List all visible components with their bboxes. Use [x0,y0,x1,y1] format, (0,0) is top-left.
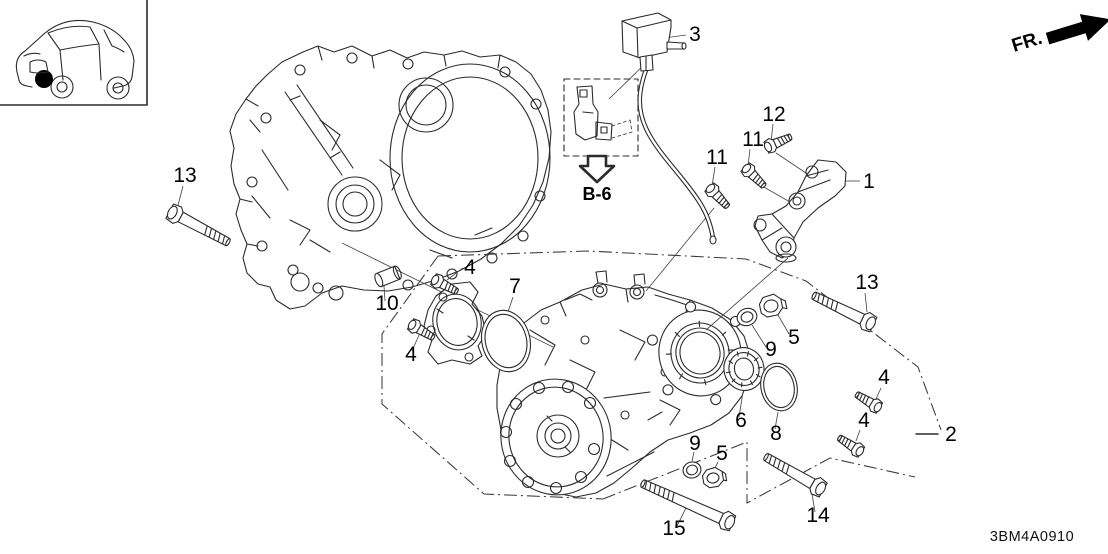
callout-part-11-b[interactable]: 11 [742,128,764,151]
assembly-boundary-lines [381,250,942,504]
fr-arrow-icon [1045,14,1108,45]
thumbnail-frame [0,0,148,106]
sealing-washer-9-top-drawing [736,307,758,327]
bolt-11-middle-drawing [738,160,771,193]
callout-part-12[interactable]: 12 [762,103,785,126]
companion-flange [499,378,612,496]
bolt-12-drawing [761,129,795,156]
callout-part-3[interactable]: 3 [689,23,701,46]
sealing-washer-9-bottom-drawing [682,461,702,479]
suv-outline-icon [15,19,135,100]
side-opening-boss [646,301,755,406]
oil-seal-6-drawing [723,347,765,391]
callout-part-5-a[interactable]: 5 [788,326,800,349]
callout-part-6[interactable]: 6 [735,409,747,432]
callout-part-15[interactable]: 15 [662,517,685,540]
breather-assembly-drawing [621,12,717,245]
bolt-15-drawing [637,473,739,534]
diagram-code: 3BM4A0910 [990,529,1074,545]
callout-part-4-a[interactable]: 4 [464,256,476,279]
clutch-housing-drawing [229,45,552,310]
callout-part-9-a[interactable]: 9 [765,338,777,361]
callout-part-11-a[interactable]: 11 [706,146,728,169]
transfer-case-drawing [496,270,755,498]
fr-direction-indicator: FR. [1009,14,1108,57]
bolt-14-drawing [759,447,830,500]
callout-part-1[interactable]: 1 [863,170,875,193]
down-block-arrow-icon [578,154,616,184]
callout-part-13-b[interactable]: 13 [855,271,878,294]
bolt-4-right-lower-drawing [833,430,868,460]
callout-part-2[interactable]: 2 [945,423,957,446]
fr-label: FR. [1009,28,1044,57]
dowel-pin-drawing [374,265,402,288]
b6-label[interactable]: B-6 [582,184,611,204]
callout-part-9-b[interactable]: 9 [689,432,701,455]
drain-plug-5-bottom-drawing [701,466,728,489]
highlight-location-dot [35,70,53,88]
callout-part-4-d[interactable]: 4 [858,409,870,432]
o-ring-8-drawing [760,362,798,412]
callout-part-7[interactable]: 7 [509,275,521,298]
harness-clip-bracket-icon [573,85,633,141]
callout-part-4-c[interactable]: 4 [878,366,890,389]
callout-part-4-b[interactable]: 4 [405,343,417,366]
bracket-drawing [753,159,847,263]
b6-reference[interactable]: B-6 [563,78,639,204]
bolt-13-left-drawing [163,201,235,252]
callout-part-13-a[interactable]: 13 [173,164,196,187]
b6-dashed-box [563,78,639,157]
drain-plug-5-top-drawing [758,293,788,318]
bolt-11-left-drawing [702,180,734,213]
callout-part-14[interactable]: 14 [806,504,830,527]
o-ring-7-drawing [480,309,532,373]
callout-part-8[interactable]: 8 [770,422,782,445]
vehicle-thumbnail [0,0,148,106]
callout-part-5-b[interactable]: 5 [716,442,728,465]
callout-part-10[interactable]: 10 [375,292,398,315]
callout-labels: 1 2 3 4 4 4 4 5 5 6 7 8 9 9 10 11 11 12 … [173,23,957,540]
